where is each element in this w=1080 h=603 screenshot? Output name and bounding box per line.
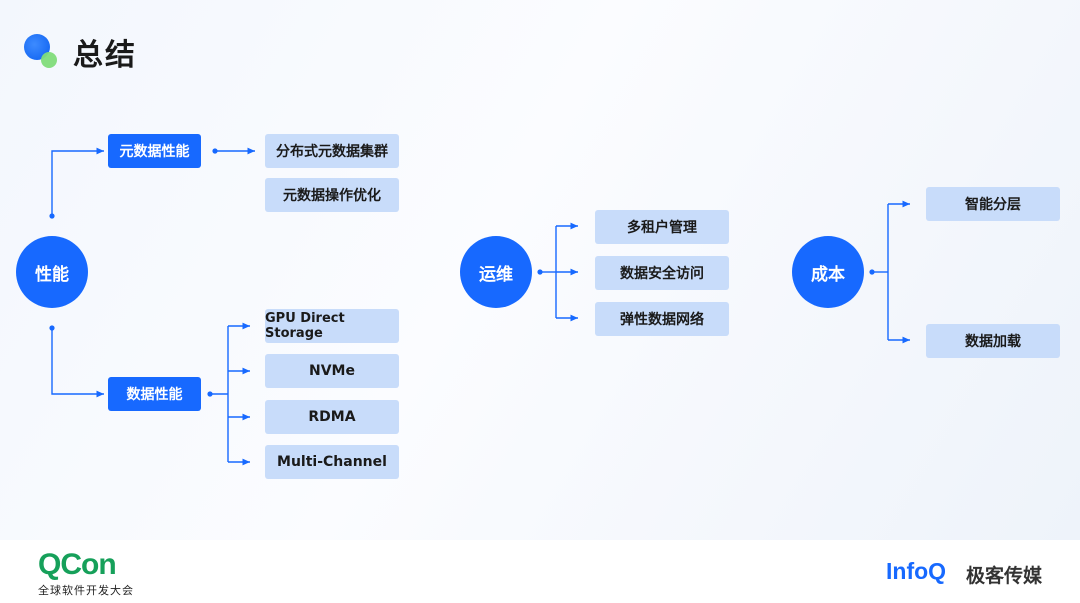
infoq-chinese-name: 极客传媒 — [966, 565, 1043, 587]
data-performance-node: 数据性能 — [108, 377, 201, 411]
performance-circle: 性能 — [16, 236, 88, 308]
metadata-item-distributed-cluster: 分布式元数据集群 — [265, 134, 399, 168]
ops-item-multi-tenant: 多租户管理 — [595, 210, 729, 244]
connector-lines — [49, 147, 910, 466]
qcon-subtitle: 全球软件开发大会 — [38, 584, 134, 597]
ops-item-data-security: 数据安全访问 — [595, 256, 729, 290]
infoq-logo: InfoQ — [886, 558, 947, 584]
data-item-rdma: RDMA — [265, 400, 399, 434]
connector-performance-to-data — [51, 328, 104, 398]
data-item-multi-channel: Multi-Channel — [265, 445, 399, 479]
footer-bar — [0, 540, 1080, 603]
title-green-dot-icon — [41, 52, 57, 68]
data-item-nvme: NVMe — [265, 354, 399, 388]
cost-item-smart-tiering: 智能分层 — [926, 187, 1060, 221]
metadata-performance-node: 元数据性能 — [108, 134, 201, 168]
cost-circle: 成本 — [792, 236, 864, 308]
cost-item-data-loading: 数据加载 — [926, 324, 1060, 358]
qcon-logo: QCon — [38, 548, 117, 581]
data-item-gpu-direct-storage: GPU Direct Storage — [265, 309, 399, 343]
ops-circle: 运维 — [460, 236, 532, 308]
slide-title: 总结 — [73, 38, 137, 73]
connector-performance-to-metadata — [51, 147, 104, 216]
ops-item-elastic-network: 弹性数据网络 — [595, 302, 729, 336]
metadata-item-operation-optimization: 元数据操作优化 — [265, 178, 399, 212]
